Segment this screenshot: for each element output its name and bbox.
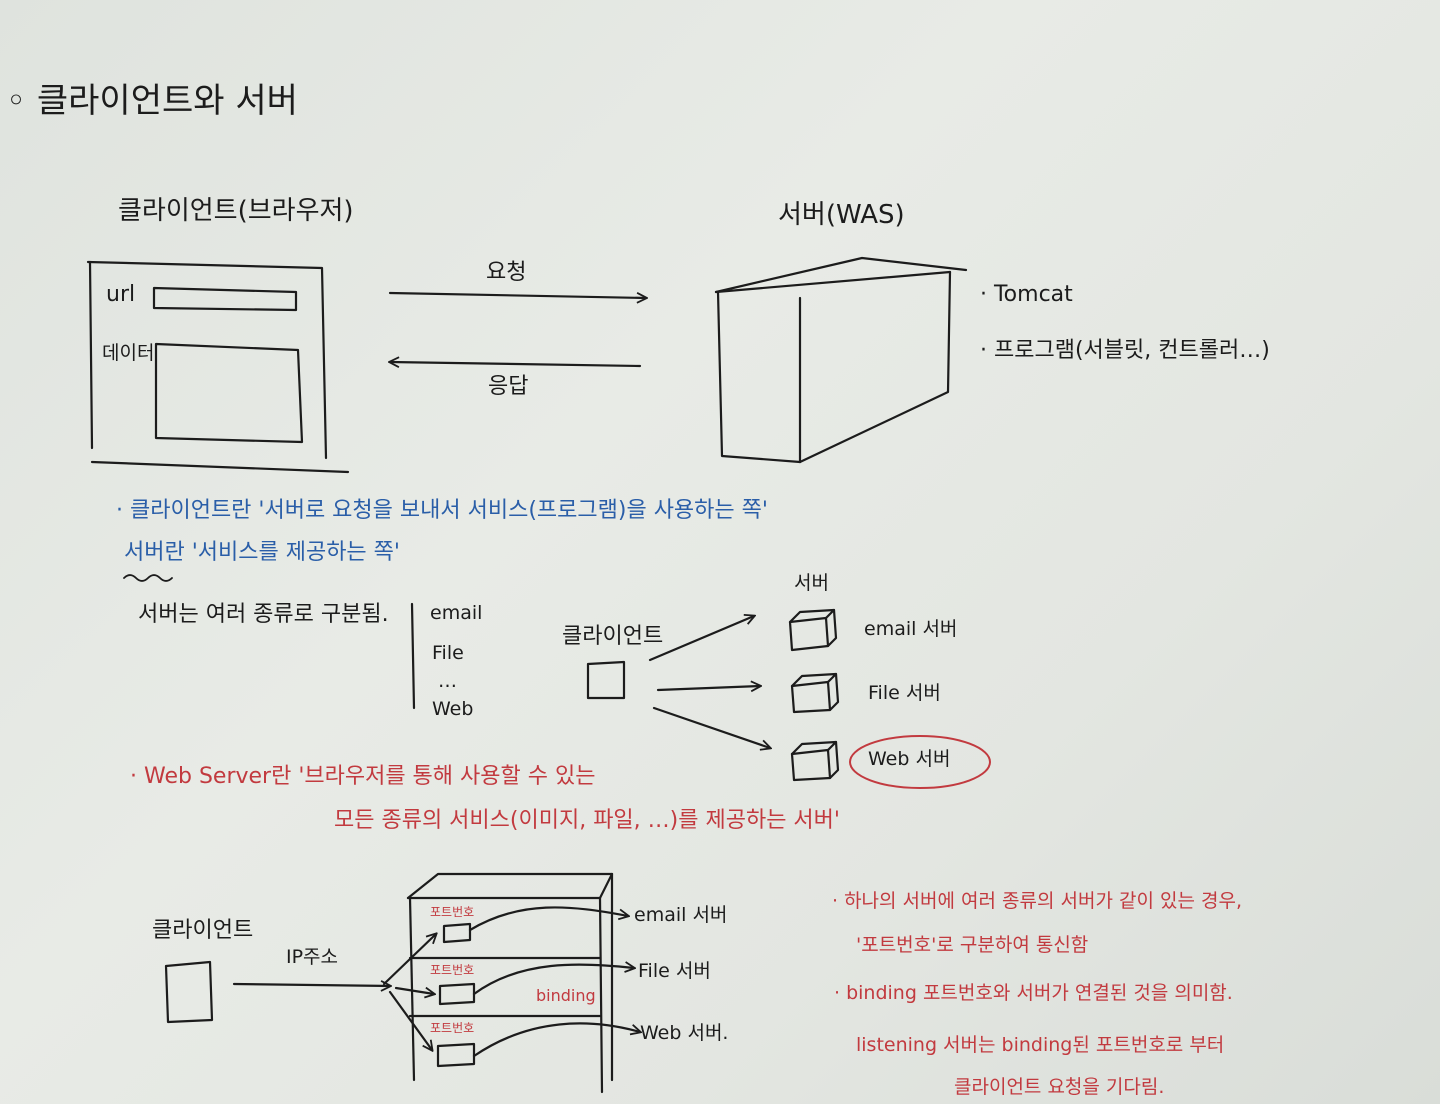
data-label: 데이터 [102, 342, 155, 364]
web-server-highlight [849, 735, 991, 789]
port-box-file [438, 982, 476, 1006]
squiggle-underline [123, 574, 173, 582]
ip-to-port-email-arrow [382, 934, 436, 986]
client-to-file-arrow [656, 686, 760, 690]
was-server-box-sketch [714, 256, 968, 464]
port-to-web-arrow [472, 1022, 640, 1058]
server-list-bracket [410, 602, 416, 710]
email-server-label: email 서버 [864, 618, 958, 640]
server-type-email: email [430, 602, 483, 624]
client-label-middle: 클라이언트 [562, 624, 664, 649]
email-server-cube [788, 608, 838, 652]
port-label-web: 포트번호 [430, 1021, 475, 1035]
port-note-listening: listening 서버는 binding된 포트번호로 부터 [856, 1034, 1225, 1056]
client-to-email-arrow [648, 616, 754, 662]
port-web-server-label: Web 서버. [640, 1022, 729, 1044]
web-server-definition-line2: 모든 종류의 서비스(이미지, 파일, …)를 제공하는 서버' [334, 808, 840, 833]
client-section-title: 클라이언트(브라우저) [118, 196, 354, 226]
port-label-file: 포트번호 [430, 963, 475, 977]
port-file-server-label: File 서버 [638, 960, 711, 982]
request-arrow [388, 291, 646, 298]
port-to-file-arrow [472, 965, 634, 996]
ip-to-port-web-arrow [388, 990, 432, 1050]
response-arrow [390, 362, 642, 366]
port-note-2: '포트번호'로 구분하여 통신함 [856, 934, 1089, 956]
server-types-intro: 서버는 여러 종류로 구분됨. [138, 602, 389, 627]
server-note-program: · 프로그램(서블릿, 컨트롤러…) [980, 338, 1270, 363]
web-server-definition-line1: · Web Server란 '브라우저를 통해 사용할 수 있는 [130, 764, 596, 789]
server-type-file: File [432, 642, 464, 664]
server-note-tomcat: · Tomcat [980, 282, 1073, 307]
client-definition: · 클라이언트란 '서버로 요청을 보내서 서비스(프로그램)을 사용하는 쪽' [116, 498, 768, 523]
server-stack-sketch [406, 872, 614, 1094]
port-box-web [436, 1042, 476, 1068]
ip-to-port-file-arrow [394, 986, 434, 994]
binding-label: binding [536, 986, 596, 1005]
browser-window-sketch [86, 260, 350, 474]
port-to-email-arrow [468, 906, 628, 932]
port-note-binding: · binding 포트번호와 서버가 연결된 것을 의미함. [834, 982, 1233, 1004]
server-type-ellipsis: … [438, 670, 457, 692]
client-label-bottom: 클라이언트 [152, 918, 254, 943]
request-label: 요청 [486, 260, 527, 285]
client-to-web-arrow [652, 706, 770, 748]
port-label-email: 포트번호 [430, 905, 475, 919]
server-section-title: 서버(WAS) [778, 200, 905, 230]
ip-arrow [232, 984, 390, 986]
response-label: 응답 [488, 374, 529, 399]
file-server-label: File 서버 [868, 682, 941, 704]
file-server-cube [790, 672, 840, 714]
board-title: ◦ 클라이언트와 서버 [6, 81, 298, 121]
url-label: url [106, 282, 136, 307]
web-server-cube [790, 740, 840, 782]
web-server-label: Web 서버 [868, 748, 951, 770]
ip-address-label: IP주소 [286, 946, 339, 968]
client-box-small [586, 660, 626, 700]
port-box-email [442, 922, 472, 944]
client-box-bottom [164, 960, 214, 1024]
server-definition: 서버란 '서비스를 제공하는 쪽' [124, 540, 400, 565]
port-note-listening-2: 클라이언트 요청을 기다림. [954, 1076, 1165, 1098]
server-header-label: 서버 [794, 572, 829, 594]
port-note-1: · 하나의 서버에 여러 종류의 서버가 같이 있는 경우, [832, 890, 1242, 912]
port-email-server-label: email 서버 [634, 904, 728, 926]
server-type-web: Web [432, 698, 474, 720]
